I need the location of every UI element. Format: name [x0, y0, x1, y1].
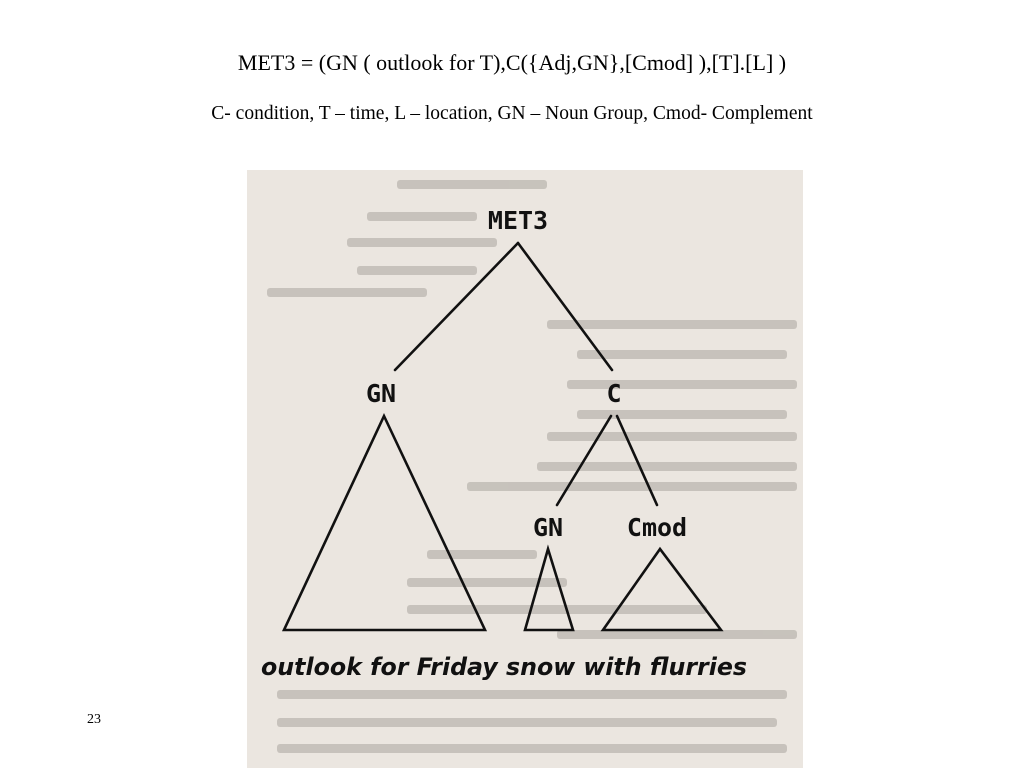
slide-number: 23 [87, 712, 101, 727]
syntax-tree: MET3 GN C GN Cmod outlook for Friday sno… [261, 206, 747, 681]
edge-c-cmod [615, 414, 659, 507]
edge-met3-c [516, 241, 614, 372]
edge-c-gn [555, 414, 613, 507]
triangle-gn-left [281, 412, 488, 632]
triangle-gn-inner [523, 544, 575, 632]
slide-subtitle: C- condition, T – time, L – location, GN… [211, 103, 813, 124]
node-c: C [606, 379, 621, 408]
node-gn-inner: GN [533, 513, 563, 542]
edge-met3-gn [393, 241, 520, 372]
node-cmod: Cmod [627, 513, 687, 542]
triangle-cmod [600, 546, 724, 632]
bleed-through-text-texture [247, 170, 803, 768]
node-gn-left: GN [366, 379, 396, 408]
slide-title: MET3 = (GN ( outlook for T),C({Adj,GN},[… [237, 50, 787, 75]
scanned-figure: MET3 GN C GN Cmod outlook for Friday sno… [247, 170, 803, 768]
node-met3: MET3 [488, 206, 548, 235]
sentence-text: outlook for Friday snow with flurries [261, 653, 747, 681]
